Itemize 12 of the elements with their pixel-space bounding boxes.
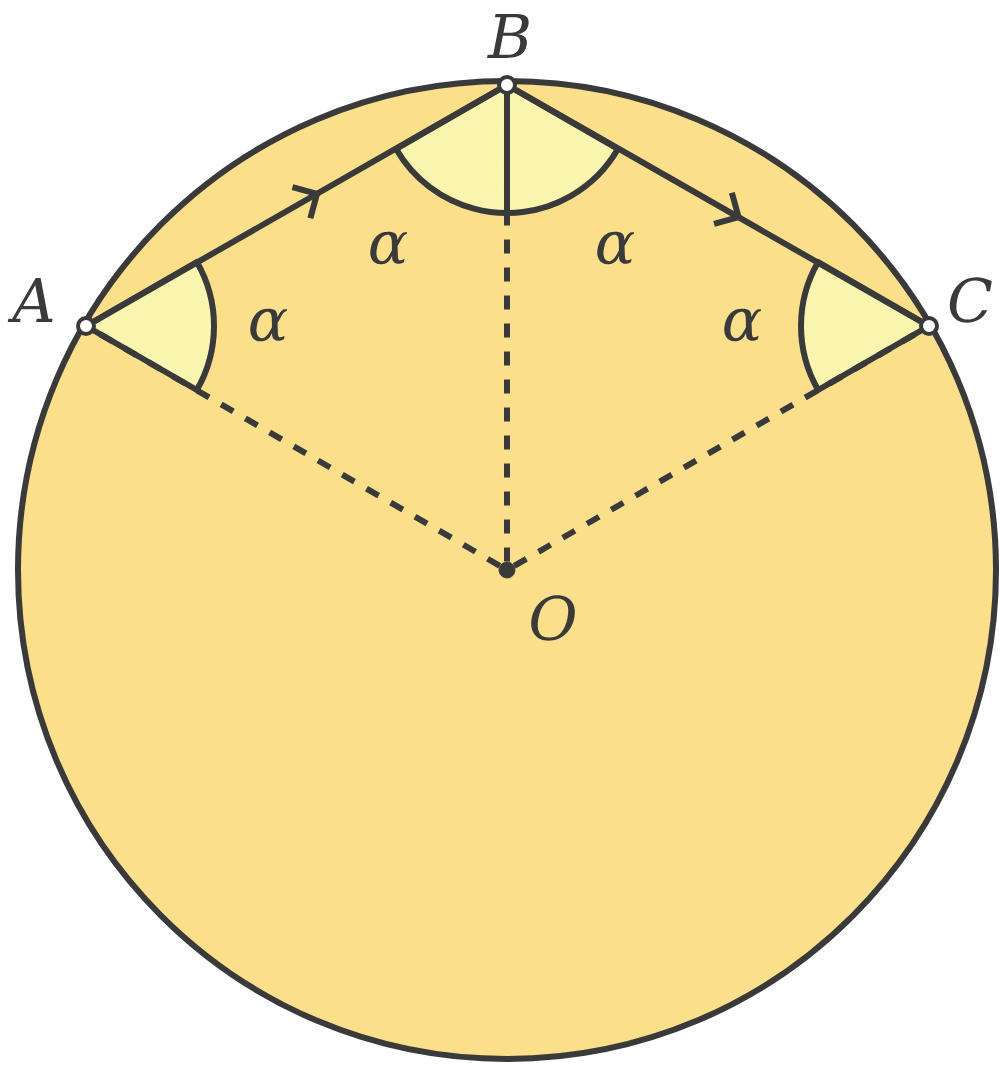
labeled-point: A <box>7 278 96 336</box>
labeled-point: B <box>487 14 529 95</box>
angle-label: α <box>724 308 762 342</box>
node-label: A <box>7 278 53 322</box>
node-label: B <box>487 14 529 58</box>
labeled-point: O <box>498 561 575 641</box>
angle-label: α <box>597 231 635 265</box>
angle-label: α <box>250 308 288 342</box>
angle-label: α <box>370 231 408 265</box>
node-label: O <box>531 595 575 641</box>
labeled-point: C <box>919 277 992 336</box>
node-label: C <box>949 277 992 323</box>
